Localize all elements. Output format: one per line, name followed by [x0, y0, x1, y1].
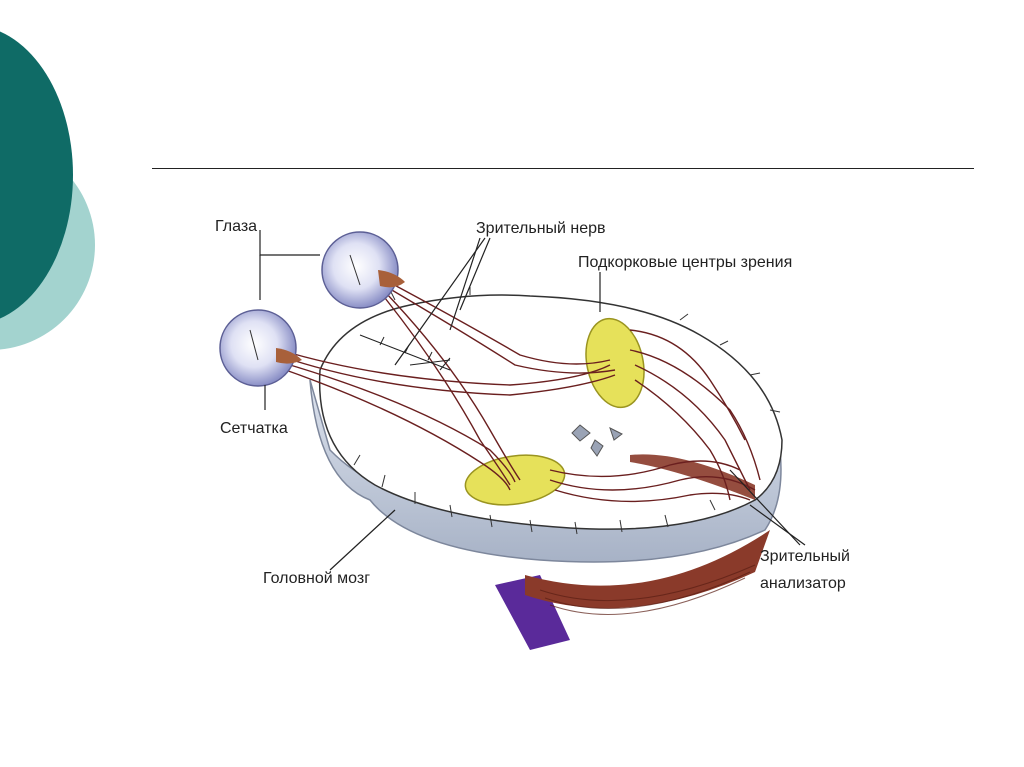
label-subcortical-centers: Подкорковые центры зрения [578, 254, 793, 271]
leader-lines [259, 230, 806, 571]
title-divider [152, 168, 974, 169]
label-eyes: Глаза [215, 218, 258, 235]
brain-section [318, 294, 783, 530]
eye-upper [321, 231, 405, 309]
visual-analyzer-diagram [219, 230, 806, 650]
brain-stem [495, 575, 570, 650]
eye-lower [219, 309, 302, 387]
optic-pathways [279, 279, 761, 503]
label-retina: Сетчатка [220, 420, 288, 437]
label-brain: Головной мозг [263, 570, 371, 587]
dark-teal-circle [0, 31, 73, 319]
ventricles [571, 424, 623, 457]
label-analyzer-line1: Зрительный [760, 548, 850, 565]
label-optic-nerve: Зрительный нерв [476, 220, 606, 237]
teal-decoration [0, 31, 95, 350]
subcortical-center-right [585, 317, 645, 409]
label-analyzer-line2: анализатор [760, 575, 846, 592]
